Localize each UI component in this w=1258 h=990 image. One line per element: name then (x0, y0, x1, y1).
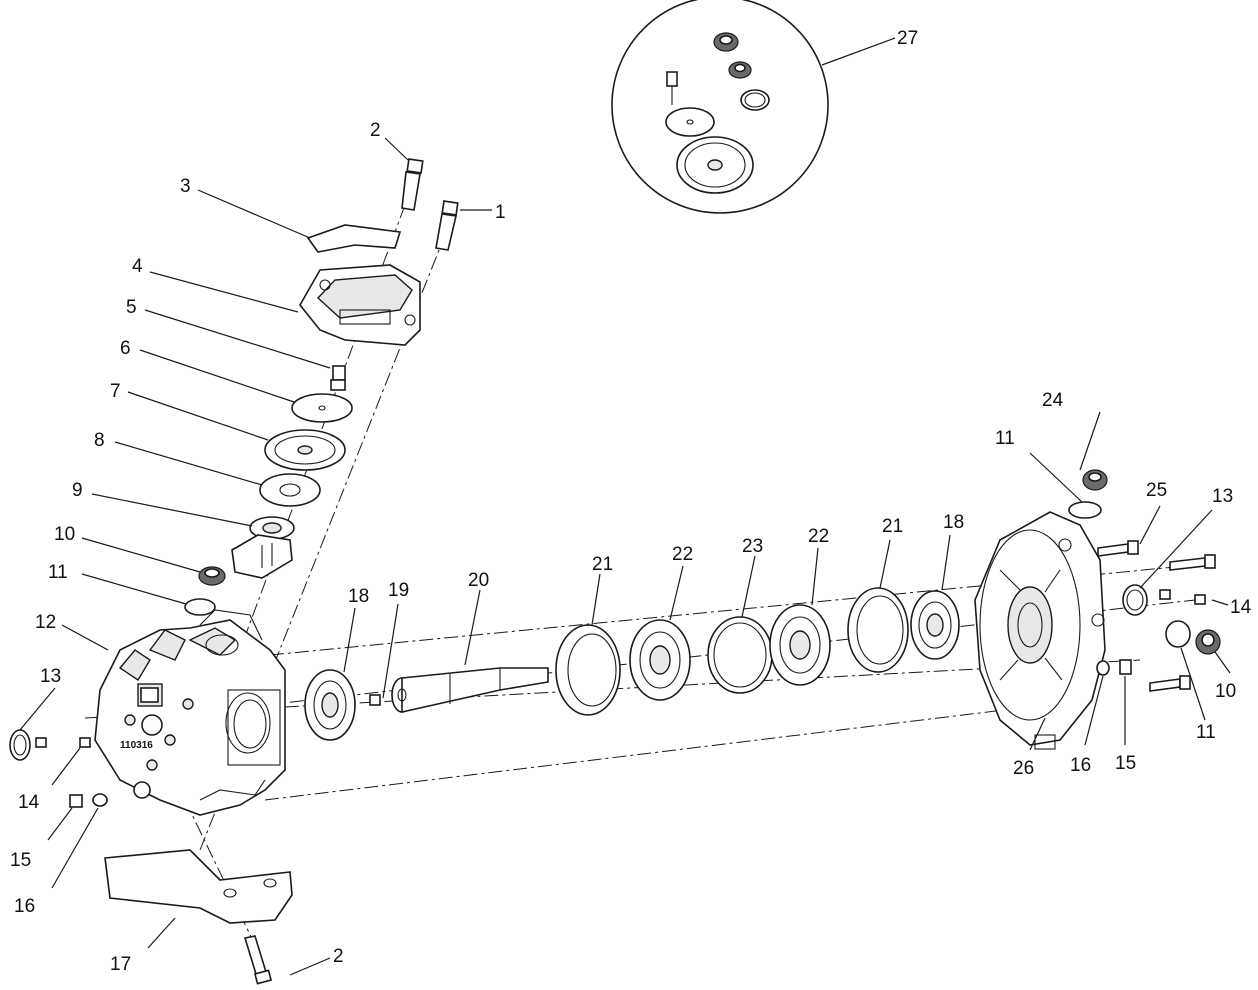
callout-25: 25 (1146, 480, 1167, 501)
bracket-3 (306, 224, 402, 253)
callout-5: 5 (126, 297, 137, 318)
detail-valve-mid (728, 61, 752, 79)
callout-6: 6 (120, 338, 131, 359)
callout-22: 22 (808, 526, 829, 547)
housing-label: 110316 (120, 740, 153, 751)
shaft-20 (391, 667, 549, 713)
disc-6 (291, 393, 353, 423)
detail-large-disc (676, 136, 754, 194)
callout-2: 2 (333, 946, 344, 967)
o-ring-11-left (184, 598, 216, 616)
callout-12: 12 (35, 612, 56, 633)
bottom-bolt-2 (243, 935, 273, 985)
callout-10: 10 (1215, 681, 1236, 702)
plate-8 (259, 473, 321, 507)
callout-15: 15 (10, 850, 31, 871)
bearing-22-a (629, 619, 691, 701)
callout-17: 17 (110, 954, 131, 975)
valve-10-left (198, 566, 226, 586)
diaphragm-7 (264, 429, 346, 471)
bearing-22-b (769, 604, 831, 686)
callout-16: 16 (1070, 755, 1091, 776)
detail-valve-top (713, 32, 739, 52)
seal-13-right (1122, 584, 1148, 616)
valve-24 (1082, 469, 1108, 491)
base-bracket-17 (104, 849, 293, 924)
valve-10-right (1195, 629, 1221, 655)
pump-housing-12: 110316 (94, 609, 286, 816)
callout-20: 20 (468, 570, 489, 591)
callout-4: 4 (132, 256, 143, 277)
callout-26: 26 (1013, 758, 1034, 779)
valve-stem-5 (330, 365, 346, 391)
seal-13-left (9, 729, 31, 761)
plug-13-left (35, 737, 47, 748)
callout-15: 15 (1115, 753, 1136, 774)
detail-small-disc (665, 107, 715, 137)
callout-3: 3 (180, 176, 191, 197)
callout-13: 13 (1212, 486, 1233, 507)
callout-24: 24 (1042, 390, 1064, 411)
bolt-right-lower (1149, 675, 1191, 692)
callout-11: 11 (1196, 722, 1216, 743)
bearing-18-right (910, 590, 960, 660)
callout-14: 14 (18, 792, 40, 813)
callout-8: 8 (94, 430, 105, 451)
valve-cover-4 (299, 264, 421, 346)
drain-15-right (1119, 659, 1132, 675)
plug-14-left (79, 737, 91, 748)
callout-13: 13 (40, 666, 61, 687)
callout-10: 10 (54, 524, 75, 545)
callout-22: 22 (672, 544, 693, 565)
callout-18: 18 (348, 586, 369, 607)
bolt-1 (435, 200, 459, 251)
spacer-23 (707, 616, 773, 694)
key-19 (369, 694, 381, 706)
callout-14: 14 (1230, 597, 1252, 618)
callouts: 1 2 2 3 4 5 6 7 8 9 10 10 11 11 11 12 13… (10, 28, 1252, 975)
valve-kit-detail (611, 0, 829, 214)
callout-11: 11 (48, 562, 68, 583)
callout-16: 16 (14, 896, 35, 917)
callout-21: 21 (882, 516, 903, 537)
callout-23: 23 (742, 536, 763, 557)
plug-14-right (1194, 594, 1206, 605)
drain-15-left (69, 794, 83, 808)
callout-21: 21 (592, 554, 613, 575)
callout-19: 19 (388, 580, 409, 601)
callout-27: 27 (897, 28, 918, 49)
callout-2: 2 (370, 120, 381, 141)
callout-9: 9 (72, 480, 83, 501)
piston-9 (231, 516, 295, 579)
bearing-18-left (304, 669, 356, 741)
bolt-right-upper (1169, 554, 1216, 571)
seal-21-b (847, 587, 909, 673)
seal-21-a (555, 624, 621, 716)
plug-13-right (1159, 589, 1171, 600)
end-cover-26 (974, 511, 1106, 750)
washer-16-left (92, 793, 108, 807)
leader-lines (19, 37, 1231, 976)
callout-18: 18 (943, 512, 964, 533)
o-ring-11-top-right (1068, 501, 1102, 519)
o-ring-11-right (1165, 620, 1191, 648)
top-bolt-2 (401, 158, 424, 211)
washer-16-right (1096, 660, 1110, 676)
callout-7: 7 (110, 381, 121, 402)
detail-valve-bolt (666, 71, 678, 105)
callout-1: 1 (495, 202, 506, 223)
callout-11: 11 (995, 428, 1015, 449)
bolt-25 (1097, 540, 1139, 557)
